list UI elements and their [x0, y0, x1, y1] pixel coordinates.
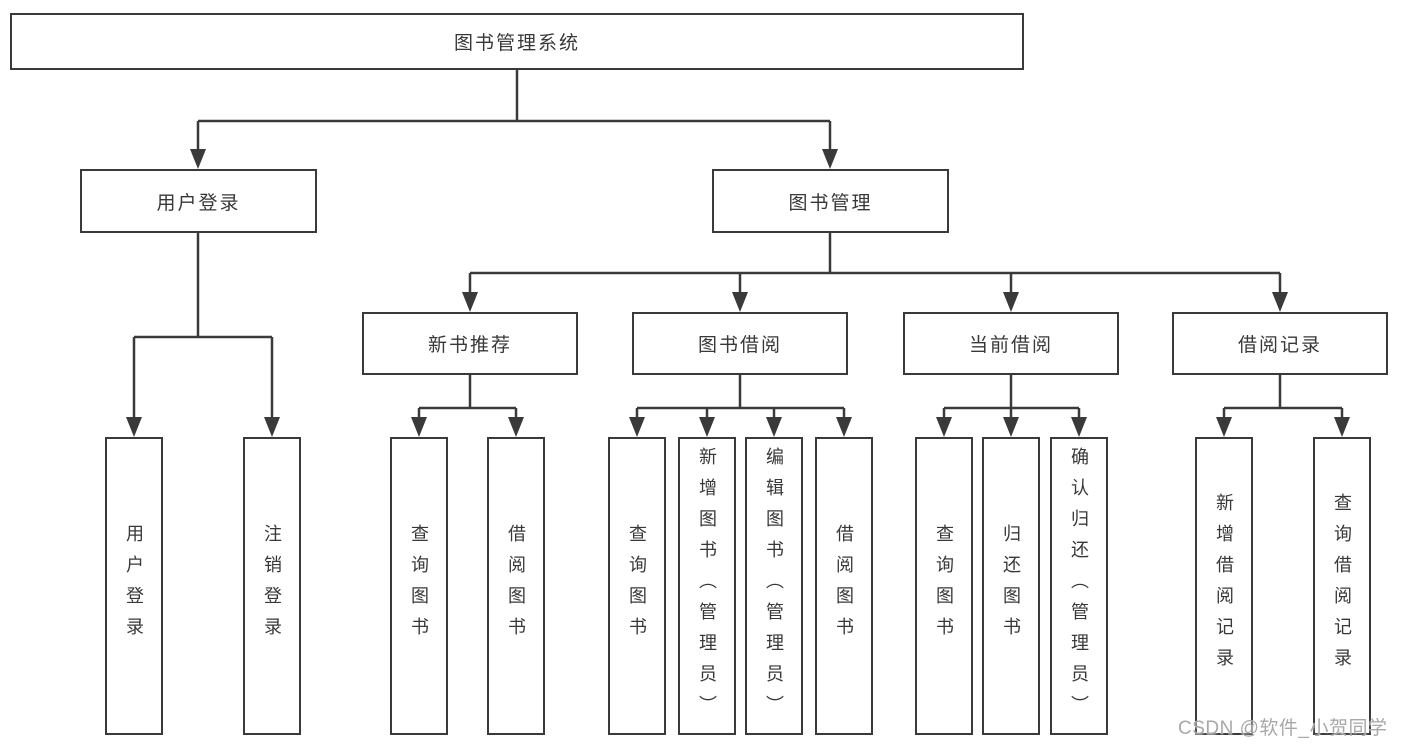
node-label: 新增图书（管理员）	[697, 446, 717, 726]
node-leaf-borrow-books-2: 借阅图书	[815, 437, 873, 735]
node-leaf-add-books-admin: 新增图书（管理员）	[678, 437, 736, 735]
node-label: 查询图书	[409, 524, 429, 648]
node-label: 用户登录	[156, 192, 241, 214]
node-label: 新增借阅记录	[1214, 493, 1234, 679]
node-label: 借阅记录	[1237, 335, 1322, 356]
node-label: 图书管理系统	[453, 33, 580, 54]
node-user-login: 用户登录	[80, 169, 317, 233]
node-label: 确认归还（管理员）	[1069, 446, 1089, 726]
node-leaf-query-books-2: 查询图书	[608, 437, 666, 735]
node-book-borrowing: 图书借阅	[632, 312, 848, 375]
node-label: 归还图书	[1001, 524, 1021, 648]
node-library-system: 图书管理系统	[10, 13, 1024, 70]
node-new-book-recommend: 新书推荐	[362, 312, 578, 375]
node-label: 查询图书	[627, 524, 647, 648]
node-leaf-edit-books-admin: 编辑图书（管理员）	[745, 437, 803, 735]
node-leaf-confirm-return-admin: 确认归还（管理员）	[1050, 437, 1108, 735]
node-current-borrowing: 当前借阅	[903, 312, 1119, 375]
node-label: 新书推荐	[427, 335, 512, 356]
node-label: 注销登录	[262, 524, 282, 648]
watermark: CSDN @软件_小贺同学	[1178, 718, 1388, 739]
node-label: 借阅图书	[506, 524, 526, 648]
node-leaf-query-books-3: 查询图书	[915, 437, 973, 735]
node-label: 图书借阅	[697, 335, 782, 356]
node-leaf-add-borrow-record: 新增借阅记录	[1195, 437, 1253, 735]
node-label: 编辑图书（管理员）	[764, 446, 784, 726]
tree-edges	[132, 70, 1344, 419]
node-leaf-logout: 注销登录	[243, 437, 301, 735]
node-leaf-query-books-1: 查询图书	[390, 437, 448, 735]
node-label: 当前借阅	[968, 335, 1053, 356]
node-label: 用户登录	[124, 524, 144, 648]
node-leaf-query-borrow-record: 查询借阅记录	[1313, 437, 1371, 735]
node-label: 借阅图书	[834, 524, 854, 648]
node-label: 图书管理	[788, 192, 873, 214]
node-borrowing-records: 借阅记录	[1172, 312, 1388, 375]
node-leaf-return-books: 归还图书	[982, 437, 1040, 735]
node-label: 查询借阅记录	[1332, 493, 1352, 679]
node-leaf-user-login: 用户登录	[105, 437, 163, 735]
node-leaf-borrow-books-1: 借阅图书	[487, 437, 545, 735]
node-book-management: 图书管理	[712, 169, 949, 233]
node-label: 查询图书	[934, 524, 954, 648]
